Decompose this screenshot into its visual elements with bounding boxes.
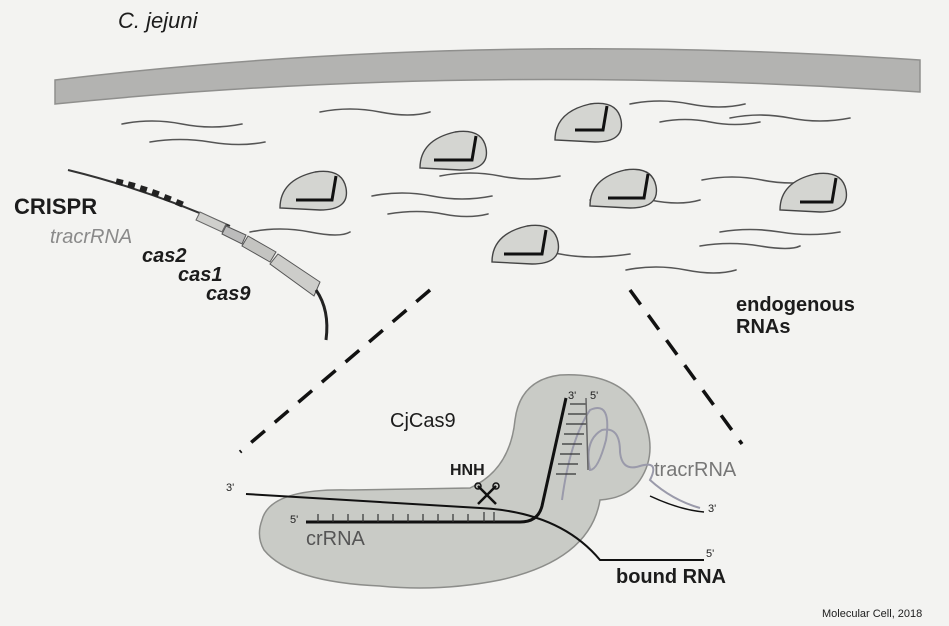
tracrrna-gene-label: tracrRNA: [50, 226, 132, 249]
bound-rna-label: bound RNA: [616, 566, 726, 589]
crrna-label: crRNA: [306, 528, 365, 551]
tracrrna-label: tracrRNA: [654, 459, 736, 482]
cas1-gene: [242, 236, 276, 262]
cas9-label: cas9: [206, 283, 251, 306]
target-5-end-label: 5': [706, 548, 714, 560]
duplex-3-end-label: 3': [568, 390, 576, 402]
tracrrna-gene: [196, 212, 226, 232]
cas2-gene: [222, 226, 246, 244]
source-credit: Molecular Cell, 2018: [822, 608, 922, 620]
hnh-label: HNH: [450, 462, 485, 480]
cjcas9-label: CjCas9: [390, 410, 456, 433]
cjcas9-protein: [259, 375, 650, 588]
cas9-complexes: [280, 103, 846, 264]
scissors-icon: [474, 482, 500, 508]
target-3-end-label: 3': [226, 482, 234, 494]
endogenous-rnas: [122, 101, 850, 273]
rnas-label: RNAs: [736, 316, 790, 339]
cas9-gene: [270, 254, 320, 296]
duplex-5-end-label: 5': [590, 390, 598, 402]
cell-membrane: [55, 49, 920, 104]
endogenous-label: endogenous: [736, 294, 855, 317]
crispr-label: CRISPR: [14, 194, 97, 220]
chromosome-tail: [316, 290, 327, 340]
tracr-3-end-label: 3': [708, 503, 716, 515]
crrna-5-end-label: 5': [290, 514, 298, 526]
zoom-lines: [240, 290, 742, 452]
species-title: C. jejuni: [118, 8, 197, 34]
